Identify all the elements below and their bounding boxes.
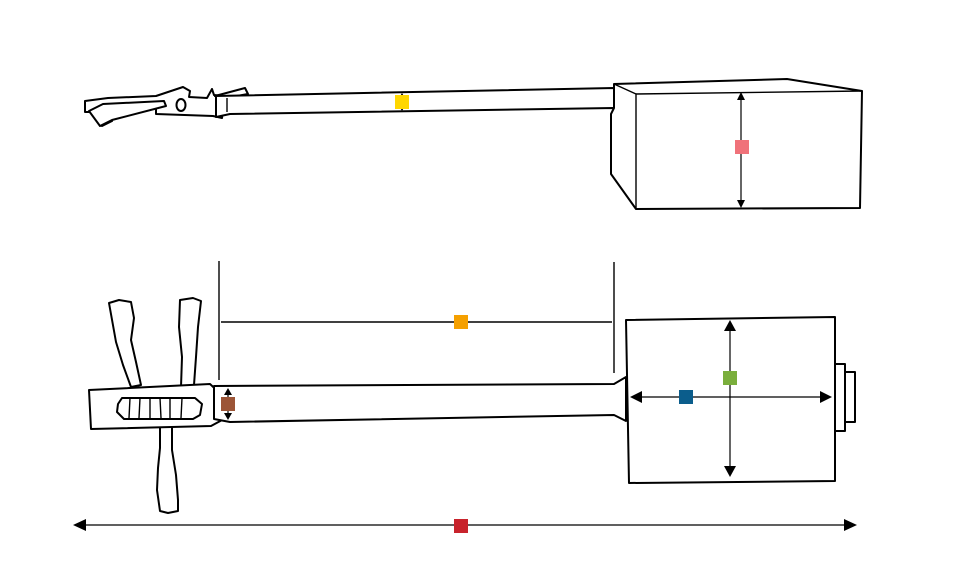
marker-scale-length xyxy=(454,315,468,329)
top-view xyxy=(88,261,856,514)
pegbox-slot-ribs xyxy=(128,397,183,419)
marker-layer xyxy=(221,95,749,533)
marker-body-length xyxy=(723,371,737,385)
peg-lower xyxy=(156,426,179,514)
side-peg-left xyxy=(88,100,167,127)
tail-block-inner xyxy=(844,371,856,423)
body-width-arrow xyxy=(630,391,832,403)
marker-neck-width xyxy=(221,397,235,411)
top-view-neck xyxy=(213,376,627,423)
marker-body-width xyxy=(679,390,693,404)
side-peg-hole xyxy=(175,98,187,112)
tail-block-outer xyxy=(834,363,846,432)
peg-upper-left xyxy=(108,299,142,388)
side-view-neck xyxy=(214,87,627,118)
marker-top-neck-height xyxy=(395,95,409,109)
marker-top-body-height xyxy=(735,140,749,154)
peg-upper-right xyxy=(178,297,202,388)
side-body-top-edge xyxy=(635,90,863,95)
body-length-arrow xyxy=(724,320,736,477)
marker-total-length xyxy=(454,519,468,533)
